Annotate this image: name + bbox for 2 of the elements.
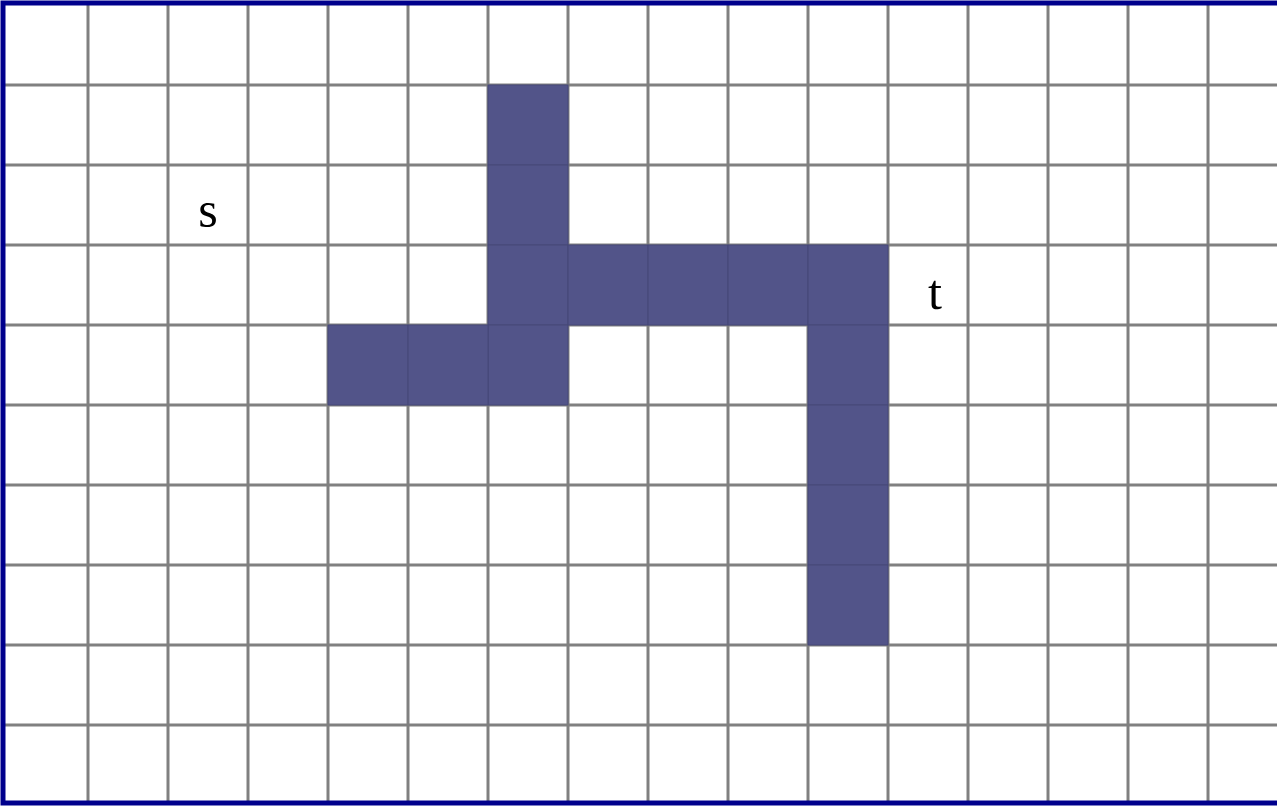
point-label: s (200, 203, 216, 228)
point-label: t (928, 280, 942, 310)
